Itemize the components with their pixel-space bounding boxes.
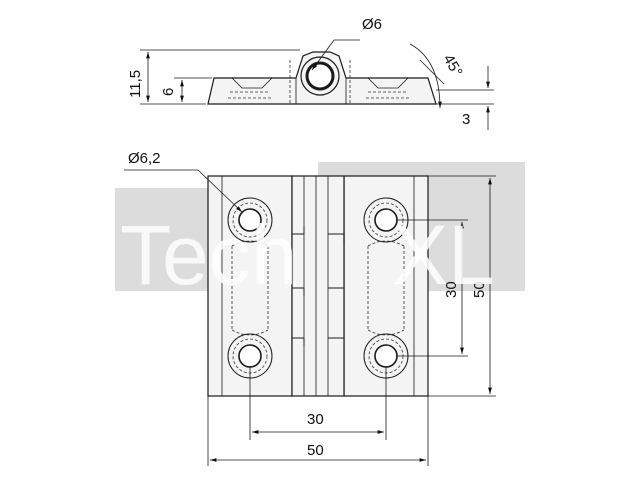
top-view-pin	[305, 61, 335, 91]
front-view-total-width-label: 50	[307, 442, 324, 459]
front-view: Ø6,2 30 50 30 50	[124, 150, 496, 466]
svg-text:Tech: Tech	[120, 208, 297, 302]
front-view-hidden-slot-left	[231, 240, 269, 336]
front-view-hole-top-right	[363, 197, 409, 243]
top-view-chamfer-angle-label: 45°	[440, 52, 466, 80]
front-view-total-height-label: 50	[471, 281, 488, 298]
front-view-horizontal-spacing-label: 30	[307, 411, 324, 428]
top-view-thickness-label: 3	[462, 111, 470, 128]
svg-text:XL: XL	[392, 208, 495, 302]
top-view: Ø6 11,5 6 45° 3	[127, 16, 494, 130]
watermark-lettering: Tech XL	[120, 208, 495, 302]
top-view-plate-height-label: 6	[160, 88, 177, 96]
front-view-hole-bottom-right	[363, 333, 409, 379]
top-view-total-height-label: 11,5	[127, 70, 144, 98]
front-view-hole-diameter-label: Ø6,2	[128, 150, 161, 167]
front-view-hidden-slot-right	[367, 240, 405, 336]
top-view-hole-diameter-label: Ø6	[362, 16, 382, 33]
front-view-hole-bottom-left	[227, 333, 273, 379]
front-view-knuckle	[291, 175, 345, 397]
front-view-vertical-spacing-label: 30	[443, 281, 460, 298]
